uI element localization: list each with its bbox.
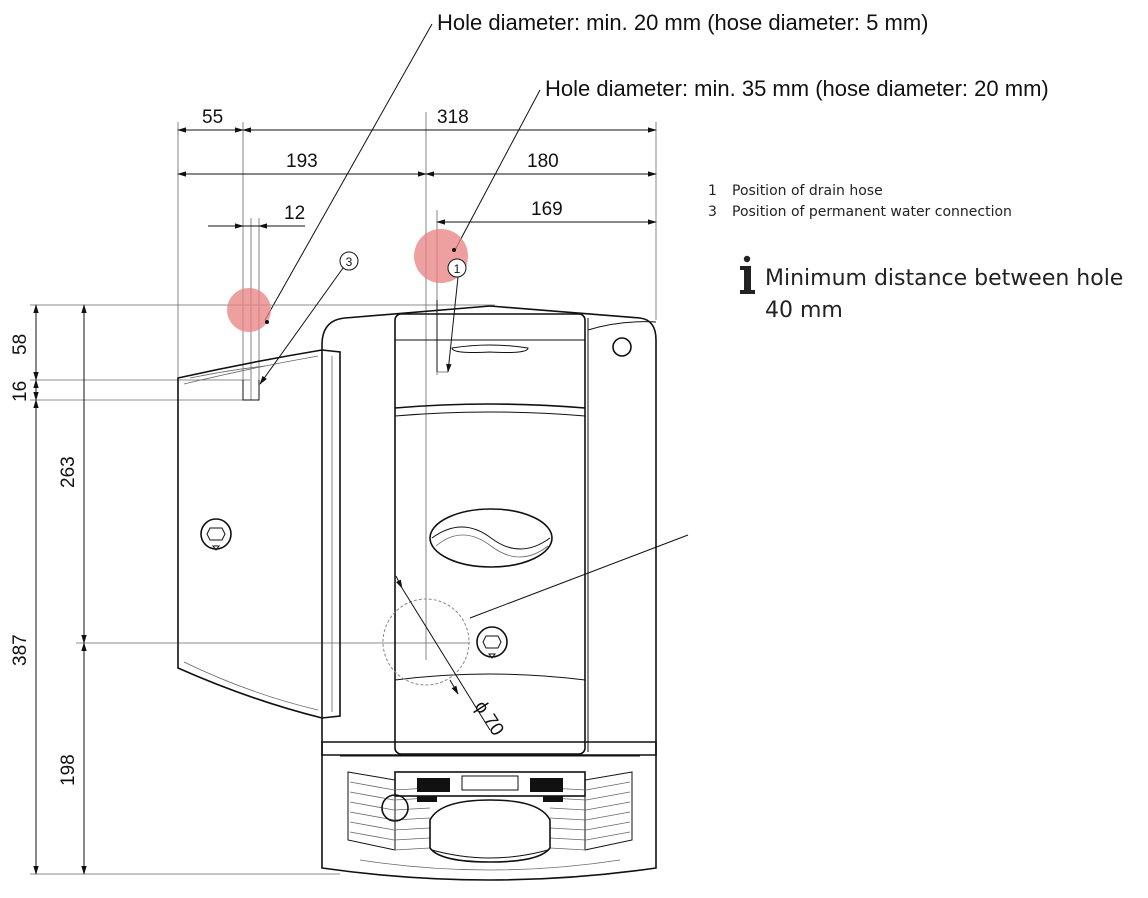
dim-198: 198 (58, 754, 79, 786)
legend: 1 Position of drain hose 3 Position of p… (708, 183, 1012, 220)
info-note: Minimum distance between hole 40 mm (740, 255, 1123, 323)
marker-3-label: 3 (346, 255, 353, 269)
callout-hole-small: Hole diameter: min. 20 mm (hose diameter… (437, 10, 929, 35)
info-icon (740, 255, 755, 294)
legend-label-1: Position of drain hose (732, 183, 883, 199)
note-line2: 40 mm (765, 298, 843, 323)
hole-marker-small (227, 288, 271, 332)
diameter-label: ϕ 70 (470, 697, 508, 740)
marker-1-label: 1 (454, 262, 461, 276)
dim-318: 318 (437, 107, 469, 128)
dim-193: 193 (286, 151, 318, 172)
dim-263: 263 (58, 456, 79, 488)
callout-hole-large: Hole diameter: min. 35 mm (hose diameter… (545, 76, 1049, 101)
svg-text:70: 70 (479, 711, 508, 740)
dim-12: 12 (284, 203, 305, 224)
legend-num-3: 3 (708, 204, 717, 220)
callout-leaders (264, 23, 689, 619)
dim-387: 387 (10, 634, 31, 666)
dim-180: 180 (527, 151, 559, 172)
dim-58: 58 (10, 334, 31, 355)
dim-16: 16 (10, 381, 31, 402)
dim-169: 169 (531, 199, 563, 220)
legend-label-3: Position of permanent water connection (732, 204, 1012, 220)
dim-55: 55 (202, 107, 223, 128)
hole-70-circle (382, 575, 491, 731)
note-line1: Minimum distance between hole (765, 266, 1123, 291)
water-connection-marker: 3 (227, 251, 359, 401)
drain-hose-marker: 1 (414, 229, 468, 373)
machine-outline (177, 305, 657, 881)
legend-num-1: 1 (708, 183, 717, 199)
